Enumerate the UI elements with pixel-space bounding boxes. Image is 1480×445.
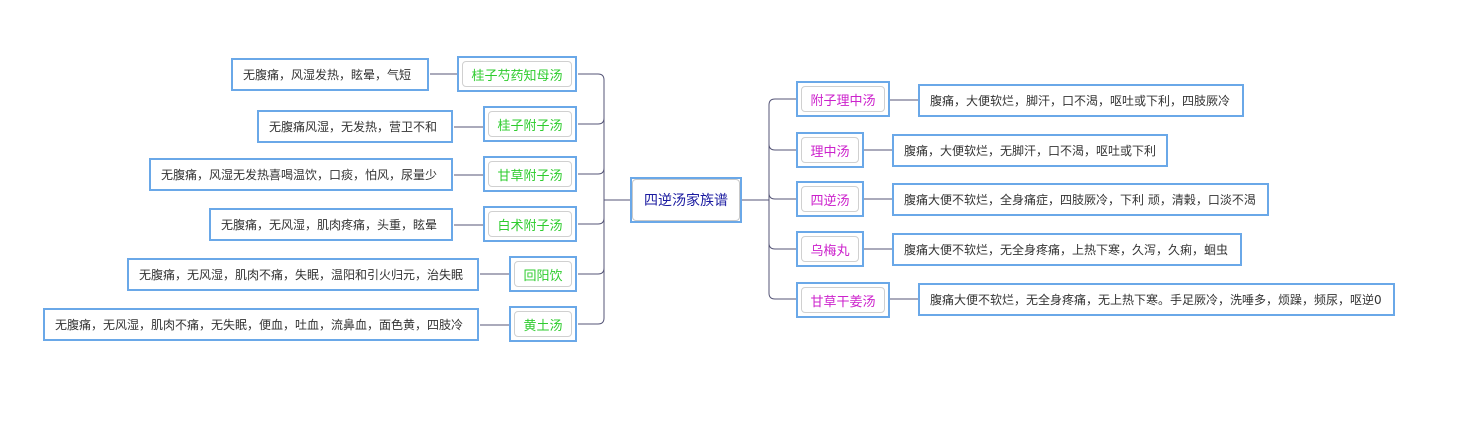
left-node-name[interactable]: 黄土汤 xyxy=(509,306,577,342)
left-node-name[interactable]: 白术附子汤 xyxy=(483,206,577,242)
right-node-name[interactable]: 乌梅丸 xyxy=(796,231,864,267)
left-node-desc[interactable]: 无腹痛，风湿发热，眩晕，气短 xyxy=(231,58,429,91)
left-node-label: 回阳饮 xyxy=(523,268,563,284)
root-label: 四逆汤家族谱 xyxy=(644,193,728,209)
connector-curve xyxy=(768,242,796,250)
connector-curve xyxy=(578,267,605,275)
right-node-desc[interactable]: 腹痛大便不软烂，全身痛症，四肢厥冷，下利 顽，清榖，口淡不渴 xyxy=(892,183,1269,216)
right-node-label: 理中汤 xyxy=(810,144,850,160)
connector-curve xyxy=(768,98,796,106)
right-desc-text: 腹痛大便不软烂，全身痛症，四肢厥冷，下利 顽，清榖，口淡不渴 xyxy=(904,193,1256,207)
left-node-label: 甘草附子汤 xyxy=(497,168,563,184)
connector-curve xyxy=(578,117,605,125)
left-node-name[interactable]: 甘草附子汤 xyxy=(483,156,577,192)
left-desc-text: 无腹痛，无风湿，肌肉不痛，失眠，温阳和引火归元，治失眠 xyxy=(139,268,464,282)
left-desc-text: 无腹痛，无风湿，肌肉不痛，无失眠，便血，吐血，流鼻血，面色黄，四肢冷 xyxy=(55,318,464,332)
left-node-desc[interactable]: 无腹痛，无风湿，肌肉不痛，失眠，温阳和引火归元，治失眠 xyxy=(127,258,479,291)
right-desc-text: 腹痛大便不软烂，无全身疼痛，无上热下寒。手足厥冷，洗唾多，烦躁，频尿，呕逆0 xyxy=(930,293,1382,307)
right-node-label: 四逆汤 xyxy=(810,193,850,209)
right-node-name[interactable]: 甘草干姜汤 xyxy=(796,282,890,318)
right-node-label: 甘草干姜汤 xyxy=(810,294,876,310)
left-node-name[interactable]: 回阳饮 xyxy=(509,256,577,292)
left-node-label: 桂子附子汤 xyxy=(497,118,563,134)
connector-curve xyxy=(768,143,796,151)
connector-curve xyxy=(578,167,605,175)
right-node-name[interactable]: 理中汤 xyxy=(796,132,864,168)
connector-curve xyxy=(578,73,605,81)
right-desc-text: 腹痛大便不软烂，无全身疼痛，上热下寒，久泻，久痢，蛔虫 xyxy=(904,243,1229,257)
left-node-label: 桂子芍药知母汤 xyxy=(471,68,563,84)
left-node-desc[interactable]: 无腹痛风湿，无发热，营卫不和 xyxy=(257,110,453,143)
left-desc-text: 无腹痛风湿，无发热，营卫不和 xyxy=(269,120,438,134)
left-node-label: 黄土汤 xyxy=(523,318,563,334)
right-node-name[interactable]: 四逆汤 xyxy=(796,181,864,217)
left-node-name[interactable]: 桂子附子汤 xyxy=(483,106,577,142)
right-node-desc[interactable]: 腹痛大便不软烂，无全身疼痛，无上热下寒。手足厥冷，洗唾多，烦躁，频尿，呕逆0 xyxy=(918,283,1395,316)
left-node-label: 白术附子汤 xyxy=(497,218,563,234)
left-node-desc[interactable]: 无腹痛，无风湿，肌肉不痛，无失眠，便血，吐血，流鼻血，面色黄，四肢冷 xyxy=(43,308,479,341)
left-node-desc[interactable]: 无腹痛，风湿无发热喜喝温饮，口痰，怕风，尿量少 xyxy=(149,158,453,191)
left-node-name[interactable]: 桂子芍药知母汤 xyxy=(457,56,577,92)
right-node-desc[interactable]: 腹痛大便不软烂，无全身疼痛，上热下寒，久泻，久痢，蛔虫 xyxy=(892,233,1242,266)
right-desc-text: 腹痛，大便软烂，无脚汗，口不渴，呕吐或下利 xyxy=(904,144,1157,158)
right-node-label: 附子理中汤 xyxy=(810,93,876,109)
left-desc-text: 无腹痛，风湿无发热喜喝温饮，口痰，怕风，尿量少 xyxy=(161,168,438,182)
right-node-label: 乌梅丸 xyxy=(810,243,850,259)
right-node-desc[interactable]: 腹痛，大便软烂，无脚汗，口不渴，呕吐或下利 xyxy=(892,134,1168,167)
left-node-desc[interactable]: 无腹痛，无风湿，肌肉疼痛，头重，眩晕 xyxy=(209,208,453,241)
connector-curve xyxy=(578,317,605,325)
left-desc-text: 无腹痛，风湿发热，眩晕，气短 xyxy=(243,68,412,82)
root-node[interactable]: 四逆汤家族谱 xyxy=(630,177,742,223)
connector-curve xyxy=(768,192,796,200)
right-node-desc[interactable]: 腹痛，大便软烂，脚汗，口不渴，呕吐或下利，四肢厥冷 xyxy=(918,84,1244,117)
left-desc-text: 无腹痛，无风湿，肌肉疼痛，头重，眩晕 xyxy=(221,218,438,232)
connector-curve xyxy=(578,217,605,225)
connector-curve xyxy=(768,292,796,300)
right-node-name[interactable]: 附子理中汤 xyxy=(796,81,890,117)
right-desc-text: 腹痛，大便软烂，脚汗，口不渴，呕吐或下利，四肢厥冷 xyxy=(930,94,1231,108)
